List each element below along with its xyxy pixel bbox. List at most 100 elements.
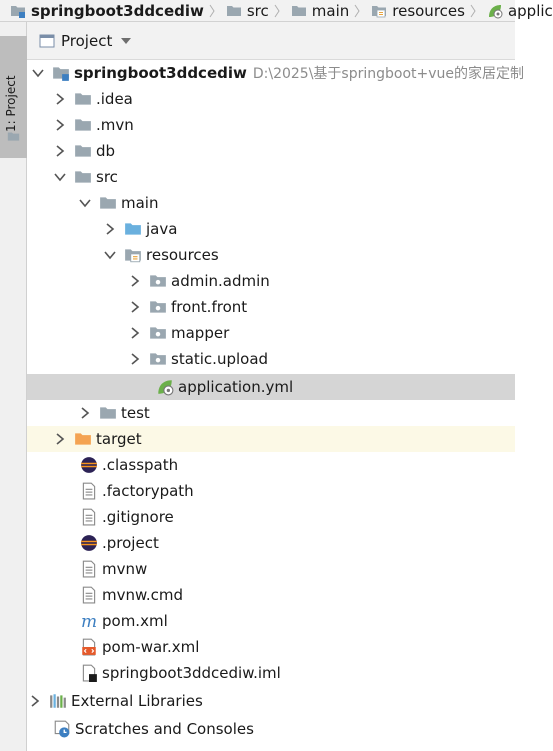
breadcrumb-item-resources[interactable]: resources xyxy=(361,0,465,22)
tree-node-label: resources xyxy=(146,246,219,264)
tree-node-mvnw-cmd[interactable]: mvnw.cmd xyxy=(27,582,515,608)
tree-node-java[interactable]: java xyxy=(27,216,515,242)
chevron-right-icon[interactable] xyxy=(127,273,143,289)
project-panel-title: Project xyxy=(61,31,113,50)
scratches-icon xyxy=(53,720,71,738)
breadcrumb-label: resources xyxy=(392,1,465,20)
xml-file-icon xyxy=(80,638,98,656)
tree-node-application-yml[interactable]: application.yml xyxy=(27,374,515,400)
folder-icon xyxy=(226,3,242,19)
breadcrumb-label: springboot3ddcediw xyxy=(31,1,204,20)
breadcrumb-item-application[interactable]: applic xyxy=(477,0,553,22)
chevron-right-icon[interactable] xyxy=(102,221,118,237)
chevron-right-icon[interactable] xyxy=(127,299,143,315)
folder-icon xyxy=(74,116,92,134)
resources-folder-icon xyxy=(371,3,387,19)
chevron-right-icon[interactable] xyxy=(52,117,68,133)
tree-node-pom-xml[interactable]: m pom.xml xyxy=(27,608,515,634)
package-icon xyxy=(149,350,167,368)
source-folder-icon xyxy=(124,220,142,238)
chevron-right-icon[interactable] xyxy=(27,693,43,709)
tree-node-label: .mvn xyxy=(96,116,134,134)
chevron-right-icon xyxy=(353,0,361,22)
chevron-down-icon[interactable] xyxy=(102,247,118,263)
tree-node-label: mvnw xyxy=(102,560,148,578)
tree-node-main[interactable]: main xyxy=(27,190,515,216)
tree-node-test[interactable]: test xyxy=(27,400,515,426)
tree-node-label: pom-war.xml xyxy=(102,638,200,656)
tree-node-db[interactable]: db xyxy=(27,138,515,164)
tree-node-static[interactable]: static.upload xyxy=(27,346,515,372)
chevron-right-icon[interactable] xyxy=(77,405,93,421)
project-tool-tab[interactable]: 1: Project xyxy=(0,36,27,158)
tree-node-label: Scratches and Consoles xyxy=(75,720,254,738)
chevron-right-icon[interactable] xyxy=(52,91,68,107)
folder-icon xyxy=(74,90,92,108)
iml-file-icon xyxy=(80,664,98,682)
tree-node-admin[interactable]: admin.admin xyxy=(27,268,515,294)
text-file-icon xyxy=(80,508,98,526)
tree-node-label: mapper xyxy=(171,324,230,342)
module-folder-icon xyxy=(52,64,70,82)
text-file-icon xyxy=(80,560,98,578)
triangle-down-icon[interactable] xyxy=(121,37,132,45)
tree-node-label: springboot3ddcediw.iml xyxy=(102,664,281,682)
libraries-icon xyxy=(49,692,67,710)
package-icon xyxy=(149,298,167,316)
eclipse-icon xyxy=(80,456,98,474)
tool-window-strip: 1: Project xyxy=(0,22,27,751)
breadcrumb-item-main[interactable]: main xyxy=(281,0,349,22)
chevron-right-icon[interactable] xyxy=(127,325,143,341)
tree-node-label: .classpath xyxy=(102,456,179,474)
package-icon xyxy=(149,324,167,342)
resources-folder-icon xyxy=(124,246,142,264)
tree-node-label: application.yml xyxy=(178,378,294,396)
text-file-icon xyxy=(80,482,98,500)
breadcrumb-item-src[interactable]: src xyxy=(216,0,269,22)
breadcrumb-item-module[interactable]: springboot3ddcediw xyxy=(0,0,204,22)
chevron-down-icon[interactable] xyxy=(77,195,93,211)
tree-node-label: test xyxy=(121,404,150,422)
breadcrumb-label: main xyxy=(311,1,350,20)
chevron-right-icon[interactable] xyxy=(52,431,68,447)
tree-node-root[interactable]: springboot3ddcediw D:\2025\基于springboot+… xyxy=(27,60,524,86)
project-panel-header: Project xyxy=(27,22,515,60)
tree-node-mvnw[interactable]: mvnw xyxy=(27,556,515,582)
maven-icon: m xyxy=(80,612,98,632)
tree-node-pom-war-xml[interactable]: pom-war.xml xyxy=(27,634,515,660)
tree-node-external-libraries[interactable]: External Libraries xyxy=(27,688,515,714)
tree-node-front[interactable]: front.front xyxy=(27,294,515,320)
tree-node-label: src xyxy=(96,168,118,186)
project-view-icon xyxy=(39,33,55,49)
tree-node-label: .factorypath xyxy=(102,482,194,500)
tree-node-factorypath[interactable]: .factorypath xyxy=(27,478,515,504)
tree-node-iml[interactable]: springboot3ddcediw.iml xyxy=(27,660,515,686)
tree-node-label: db xyxy=(96,142,116,160)
tree-node-target[interactable]: target xyxy=(27,426,515,452)
tree-node-classpath[interactable]: .classpath xyxy=(27,452,515,478)
tree-node-label: .project xyxy=(102,534,159,552)
eclipse-icon xyxy=(80,534,98,552)
tree-node-label: .gitignore xyxy=(102,508,174,526)
tree-node-label: springboot3ddcediw xyxy=(74,64,247,82)
spring-config-icon xyxy=(156,378,174,396)
chevron-down-icon[interactable] xyxy=(52,169,68,185)
tree-node-gitignore[interactable]: .gitignore xyxy=(27,504,515,530)
chevron-right-icon[interactable] xyxy=(127,351,143,367)
chevron-down-icon[interactable] xyxy=(30,65,46,81)
tree-node-project[interactable]: .project xyxy=(27,530,515,556)
chevron-right-icon[interactable] xyxy=(52,143,68,159)
folder-icon xyxy=(74,168,92,186)
tree-node-mapper[interactable]: mapper xyxy=(27,320,515,346)
tree-node-mvn[interactable]: .mvn xyxy=(27,112,515,138)
folder-icon xyxy=(99,194,117,212)
tree-node-idea[interactable]: .idea xyxy=(27,86,515,112)
chevron-right-icon xyxy=(208,0,216,22)
tree-node-resources[interactable]: resources xyxy=(27,242,515,268)
folder-icon xyxy=(7,130,20,143)
chevron-right-icon xyxy=(273,0,281,22)
tree-node-label: java xyxy=(146,220,178,238)
tree-node-scratches[interactable]: Scratches and Consoles xyxy=(27,716,515,742)
tree-node-label: pom.xml xyxy=(102,612,168,630)
tree-node-src[interactable]: src xyxy=(27,164,515,190)
